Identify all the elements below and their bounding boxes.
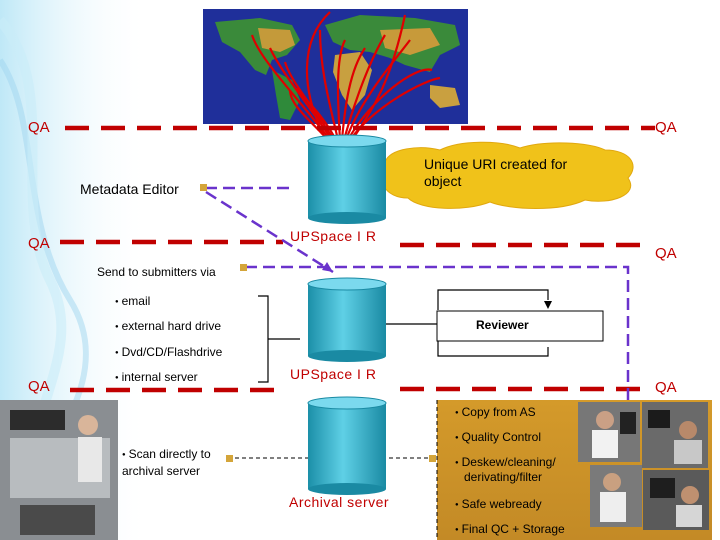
send-dot: [240, 264, 247, 271]
flow-editor-down: [205, 190, 334, 274]
archival-server-label: Archival server: [289, 494, 390, 510]
arrowhead-email: [544, 301, 552, 309]
send-item-dvd: Dvd/CD/Flashdrive: [115, 345, 223, 359]
media-bracket: [258, 295, 300, 383]
staff-photo-1: [578, 402, 640, 462]
step-safe-webready: Safe webready: [455, 497, 542, 511]
qa-lines: [60, 125, 655, 393]
upspace-ir-label-1: UPSpace I R: [290, 228, 377, 244]
staff-photo-4: [643, 470, 709, 530]
upspace-ir-label-2: UPSpace I R: [290, 366, 377, 382]
ir-cylinder-middle: [307, 277, 387, 362]
scan-dot: [226, 455, 233, 462]
cloud-line-1: Unique URI created for: [424, 156, 568, 172]
step-deskew-cont: derivating/filter: [464, 470, 543, 484]
scanner-photo: [0, 400, 118, 540]
world-map-image: [203, 9, 468, 124]
archival-cylinder: [307, 396, 387, 495]
step-deskew: Deskew/cleaning/: [455, 455, 556, 469]
scan-line-1: Scan directly to: [122, 446, 211, 463]
scan-directly-text: Scan directly to archival server: [122, 446, 211, 479]
send-item-internal-server: internal server: [115, 370, 198, 384]
step-copy: Copy from AS: [455, 405, 536, 419]
qa-label-3-right: QA: [655, 379, 677, 396]
qa-label-2-left: QA: [28, 235, 50, 252]
qa-label-3-left: QA: [28, 378, 50, 395]
editor-dot: [200, 184, 207, 191]
flow-arrowhead: [322, 262, 333, 272]
staff-photo-2: [642, 402, 708, 468]
qa-label-1-left: QA: [28, 119, 50, 136]
send-to-submitters-label: Send to submitters via: [97, 265, 216, 279]
metadata-editor-label: Metadata Editor: [80, 181, 179, 197]
staff-photo-3: [590, 465, 642, 527]
qa-label-2-right: QA: [655, 245, 677, 262]
scan-line-2: archival server: [122, 463, 201, 478]
reviewer-box: [436, 310, 604, 342]
uri-cloud: [380, 141, 634, 209]
step-quality-control: Quality Control: [455, 430, 541, 444]
cloud-line-2: object: [424, 173, 462, 189]
cloud-text: Unique URI created for object: [424, 156, 567, 190]
qa-label-1-right: QA: [655, 119, 677, 136]
send-item-external-drive: external hard drive: [115, 319, 221, 333]
panel-dot: [429, 455, 436, 462]
send-item-email: email: [115, 294, 151, 308]
ir-cylinder-top: [307, 134, 387, 224]
reviewer-label: Reviewer: [476, 318, 529, 332]
step-final-qc: Final QC + Storage: [455, 522, 565, 536]
